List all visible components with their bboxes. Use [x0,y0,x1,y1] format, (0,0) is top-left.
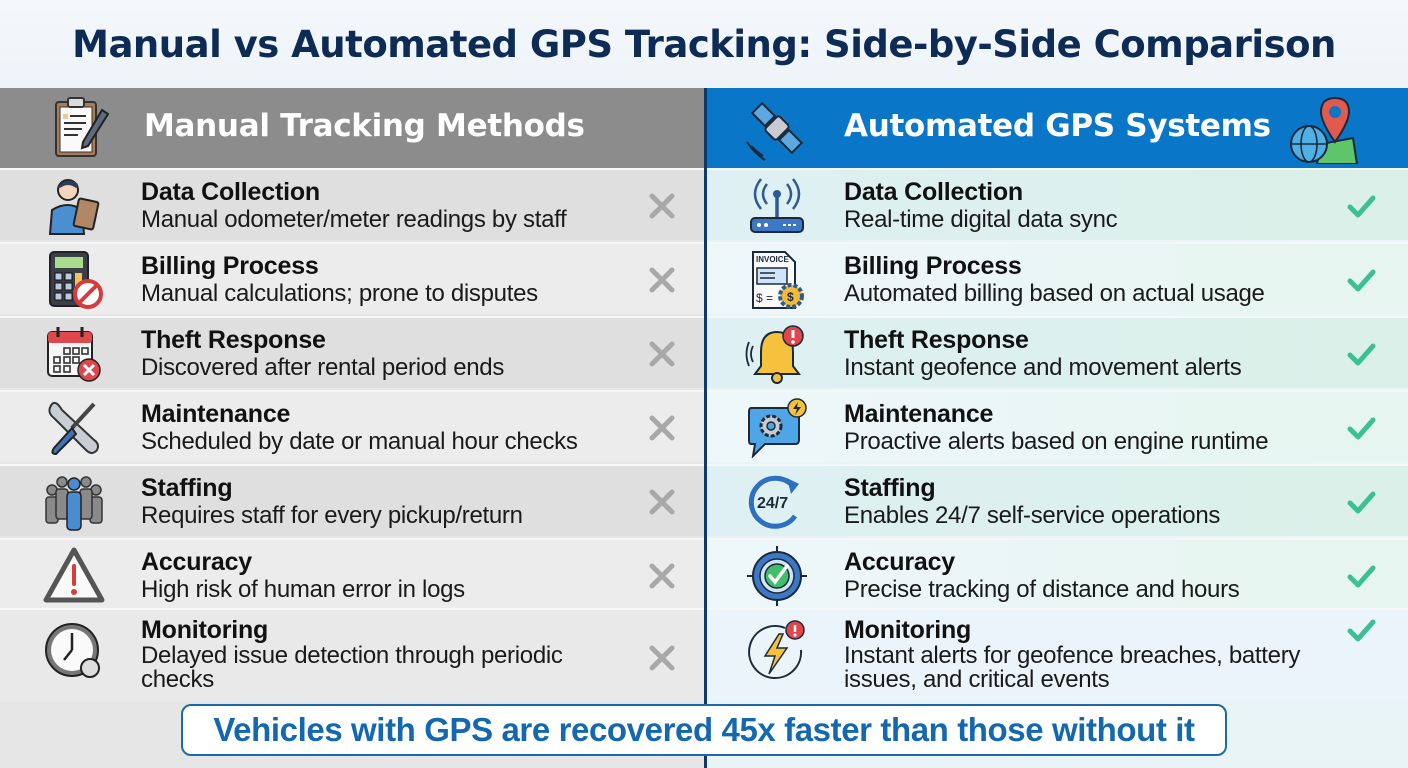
callout-text: Vehicles with GPS are recovered 45x fast… [213,711,1195,748]
automated-row-monitoring: Monitoring Instant alerts for geofence b… [707,608,1408,702]
row-title: Theft Response [844,326,1029,354]
24-7-cycle-icon: 24/7 [748,475,799,529]
manual-row-accuracy: Accuracy High risk of human error in log… [0,538,704,610]
automated-row-staffing: 24/7 Staffing Enables 24/7 self-service … [707,464,1408,536]
person-clipboard-icon [48,179,100,235]
row-description: Scheduled by date or manual hour checks [141,428,578,455]
manual-row-data-collection: Data Collection Manual odometer/meter re… [0,168,704,240]
cross-icon [646,190,678,222]
automated-header-title: Automated GPS Systems [844,108,1271,144]
row-title: Maintenance [844,400,994,428]
globe-map-pin-icon [1290,96,1359,164]
automated-row-accuracy: Accuracy Precise tracking of distance an… [707,538,1408,610]
row-title: Maintenance [141,400,291,428]
calendar-x-icon [47,327,101,382]
calculator-prohibited-icon [49,251,103,309]
target-check-icon [747,546,807,606]
row-title: Billing Process [141,252,319,280]
row-description: Instant alerts for geofence breaches, ba… [844,642,1301,693]
svg-text:$: $ [787,290,794,304]
row-description: Proactive alerts based on engine runtime [844,428,1269,455]
page-title: Manual vs Automated GPS Tracking: Side-b… [72,22,1336,66]
svg-text:24/7: 24/7 [757,495,788,512]
automated-row-billing: INVOICE $ = $ Billing Process Automated … [707,242,1408,314]
lightning-alert-icon [748,620,805,680]
check-icon [1345,486,1377,518]
wrench-screwdriver-icon [48,401,99,456]
row-description: Discovered after rental period ends [141,354,505,381]
row-title: Staffing [141,474,233,502]
warning-triangle-icon [43,547,105,603]
row-title: Monitoring [844,616,972,644]
row-description: Manual calculations; prone to disputes [141,280,538,307]
automated-header: Automated GPS Systems [707,88,1408,168]
check-icon [1345,560,1377,592]
cross-icon [646,412,678,444]
check-icon [1345,614,1377,646]
team-icon [45,476,103,531]
automated-row-maintenance: Maintenance Proactive alerts based on en… [707,390,1408,462]
gear-chat-bubble-icon [748,398,807,458]
row-title: Accuracy [141,548,252,576]
automated-column: Automated GPS Systems Data Collection Re… [704,88,1408,768]
svg-text:$ =: $ = [756,291,773,305]
wireless-router-icon [750,178,804,233]
alert-bell-icon [745,325,804,384]
cross-icon [646,264,678,296]
row-title: Data Collection [844,178,1023,206]
row-title: Monitoring [141,616,269,644]
manual-row-theft: Theft Response Discovered after rental p… [0,316,704,388]
manual-row-monitoring: Monitoring Delayed issue detection throu… [0,608,704,702]
clock-icon [45,623,100,678]
manual-header: Manual Tracking Methods [0,88,704,168]
check-icon [1345,190,1377,222]
row-title: Staffing [844,474,936,502]
manual-column: Manual Tracking Methods Data Collection … [0,88,704,768]
row-title: Theft Response [141,326,326,354]
manual-row-staffing: Staffing Requires staff for every pickup… [0,464,704,536]
row-description: Precise tracking of distance and hours [844,576,1240,603]
check-icon [1345,412,1377,444]
row-description: Enables 24/7 self-service operations [844,502,1221,529]
row-description: High risk of human error in logs [141,576,465,603]
row-title: Data Collection [141,178,320,206]
row-description: Real-time digital data sync [844,206,1118,233]
check-icon [1345,338,1377,370]
row-description: Requires staff for every pickup/return [141,502,523,529]
row-description: Instant geofence and movement alerts [844,354,1242,381]
cross-icon [646,486,678,518]
manual-row-billing: Billing Process Manual calculations; pro… [0,242,704,314]
automated-row-data-collection: Data Collection Real-time digital data s… [707,168,1408,240]
check-icon [1345,264,1377,296]
manual-row-maintenance: Maintenance Scheduled by date or manual … [0,390,704,462]
cross-icon [646,642,678,674]
row-description: Automated billing based on actual usage [844,280,1265,307]
invoice-gear-icon: INVOICE $ = $ [752,251,804,309]
row-description: Delayed issue detection through periodic… [141,642,563,693]
automated-row-theft: Theft Response Instant geofence and move… [707,316,1408,388]
key-stat-callout: Vehicles with GPS are recovered 45x fast… [181,704,1227,756]
svg-text:INVOICE: INVOICE [756,255,790,264]
satellite-icon [746,101,804,161]
title-bar: Manual vs Automated GPS Tracking: Side-b… [0,0,1408,88]
cross-icon [646,338,678,370]
manual-header-title: Manual Tracking Methods [144,108,585,144]
row-title: Accuracy [844,548,955,576]
clipboard-icon [55,97,110,157]
row-description: Manual odometer/meter readings by staff [141,206,567,233]
row-title: Billing Process [844,252,1022,280]
cross-icon [646,560,678,592]
